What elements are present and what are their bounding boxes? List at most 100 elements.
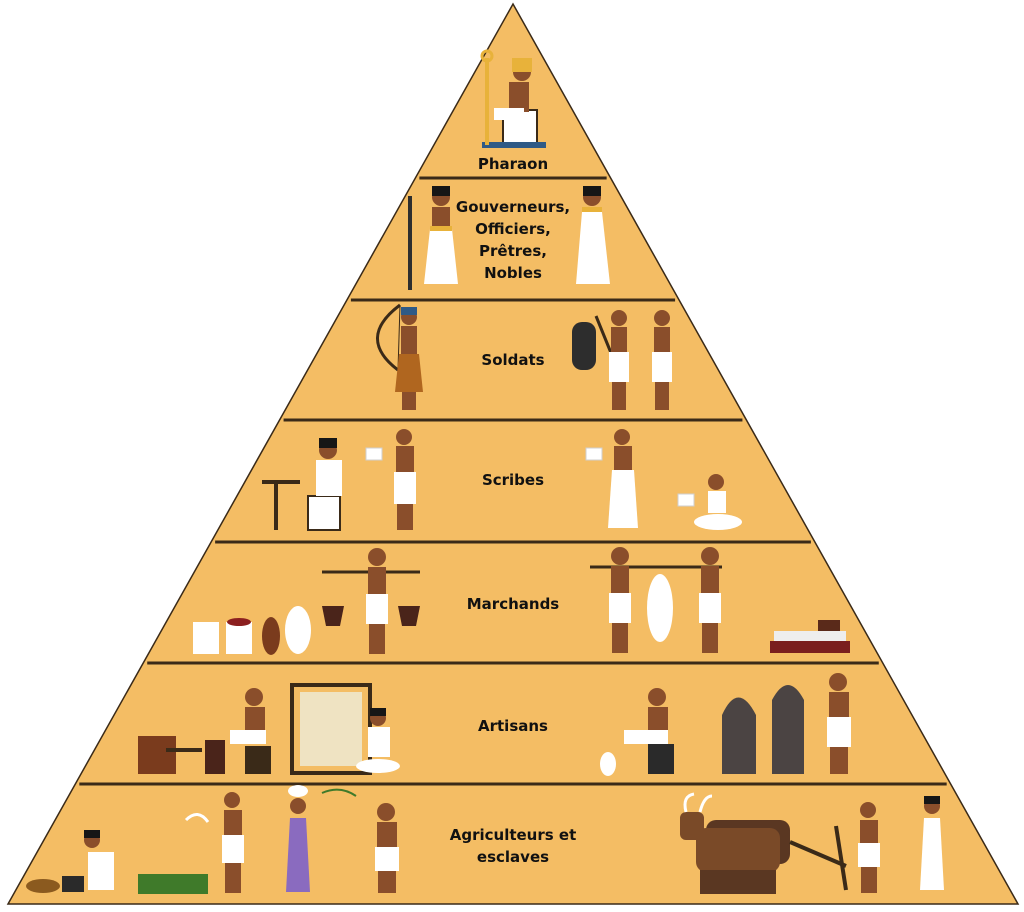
- tier-label-line: Marchands: [466, 595, 560, 613]
- noble-hair: [432, 186, 450, 196]
- sower-figure: [321, 788, 399, 893]
- scribe4-legs: [694, 514, 742, 530]
- plough-shaft: [789, 840, 847, 868]
- harvester-torso: [224, 810, 242, 836]
- soldier2-kilt: [652, 352, 672, 382]
- statue-right: [772, 685, 804, 774]
- fruit-basket: [226, 622, 252, 654]
- soldier2-torso: [654, 327, 670, 353]
- soldier2-legs: [655, 382, 669, 410]
- weaver-hair: [370, 708, 386, 716]
- pharaoh-kilt: [494, 108, 524, 120]
- sower-torso: [377, 822, 397, 848]
- craftsman-torso: [648, 707, 668, 731]
- sculptor-kilt: [827, 717, 851, 747]
- tier-label-artisans: Artisans: [428, 715, 598, 737]
- noble-belt: [430, 226, 452, 231]
- scribe4-head: [708, 474, 724, 490]
- purple-dress: [286, 818, 310, 892]
- carrier-head: [290, 798, 306, 814]
- tier-label-line: Agriculteurs et: [449, 826, 577, 844]
- grain-basket: [193, 622, 219, 654]
- cloth-bolt-middle: [774, 631, 846, 641]
- pharaoh-headdress: [512, 58, 532, 72]
- craftsman-head: [648, 688, 666, 706]
- seed-spray: [321, 788, 357, 797]
- soldier-torso: [611, 327, 627, 353]
- porters-figure: [590, 547, 722, 653]
- priest-hair: [583, 186, 601, 196]
- tier-label-marchands: Marchands: [428, 593, 598, 615]
- clay-jar: [262, 617, 280, 655]
- soldier-kilt: [609, 352, 629, 382]
- cloth-bolts: [770, 620, 850, 653]
- sower-kilt: [375, 847, 399, 871]
- shield-bearer-figures: [572, 310, 672, 410]
- merchant-head: [368, 548, 386, 566]
- tier-label-pharaon: Pharaon: [428, 153, 598, 175]
- statue-left: [722, 697, 756, 774]
- loom-threads: [300, 692, 362, 766]
- archer-figure: [376, 303, 423, 410]
- tier-label-line: Soldats: [481, 351, 545, 369]
- scribe2-kilt: [394, 472, 416, 504]
- priest-figure: [576, 186, 610, 284]
- noble-torso: [432, 207, 450, 231]
- potter-stool: [245, 746, 271, 774]
- cloth-bolt-top: [818, 620, 840, 631]
- porter2-head: [701, 547, 719, 565]
- sculptor-head: [829, 673, 847, 691]
- pyramid-shape: [6, 2, 1020, 905]
- oxen-plough-figure: [680, 792, 848, 894]
- craft-block: [648, 744, 674, 774]
- porter-kilt: [609, 593, 631, 623]
- sculptor-figure: [722, 673, 851, 774]
- scribe-stool: [307, 495, 341, 531]
- scribe3-torso: [614, 446, 632, 472]
- throne-base: [482, 142, 546, 148]
- porter-legs: [612, 623, 628, 653]
- papyrus3-icon: [677, 493, 695, 507]
- tier-label-gouverneurs: Gouverneurs,Officiers,Prêtres,Nobles: [428, 196, 598, 284]
- sower-legs: [378, 871, 396, 893]
- tier-label-line: Officiers,: [475, 220, 551, 238]
- ox-body-front: [696, 828, 780, 872]
- sickle-icon: [184, 813, 210, 823]
- scribe3-head: [614, 429, 630, 445]
- harvester-legs: [225, 863, 241, 893]
- weaver-legs: [356, 759, 400, 773]
- porter-head: [611, 547, 629, 565]
- noble-robe: [424, 229, 458, 284]
- grain-bowl: [26, 879, 60, 893]
- priest-robe: [576, 212, 610, 284]
- farm-woman-figure: [920, 796, 944, 890]
- seated-scribe-figure: [262, 438, 342, 531]
- craftsman-kilt: [624, 730, 668, 744]
- farm-woman-dress: [920, 818, 944, 890]
- noble-with-staff-figure: [408, 186, 458, 290]
- merchant-legs: [369, 624, 385, 654]
- scribe4-torso: [708, 491, 726, 513]
- papyrus2-icon: [585, 447, 603, 461]
- reading-scribe-figure: [585, 429, 638, 528]
- ploughman-torso: [860, 820, 878, 844]
- scribe-robe: [316, 460, 342, 496]
- white-amphora: [285, 606, 311, 654]
- small-vase: [600, 752, 616, 776]
- ploughman-legs: [861, 867, 877, 893]
- scribe3-robe: [608, 470, 638, 528]
- bow-icon: [376, 303, 401, 372]
- harvester-head: [224, 792, 240, 808]
- plough-handle: [834, 825, 848, 891]
- wheat-field: [138, 874, 208, 894]
- soldier-head: [611, 310, 627, 326]
- standing-scribe-figure: [365, 429, 416, 530]
- potter-head: [245, 688, 263, 706]
- tier-label-line: Gouverneurs,: [455, 198, 571, 216]
- porter2-torso: [701, 566, 719, 594]
- potter-figure: [138, 688, 271, 774]
- tier-label-line: esclaves: [476, 848, 550, 866]
- ploughman-figure: [858, 802, 880, 893]
- sculptor-torso: [829, 692, 849, 718]
